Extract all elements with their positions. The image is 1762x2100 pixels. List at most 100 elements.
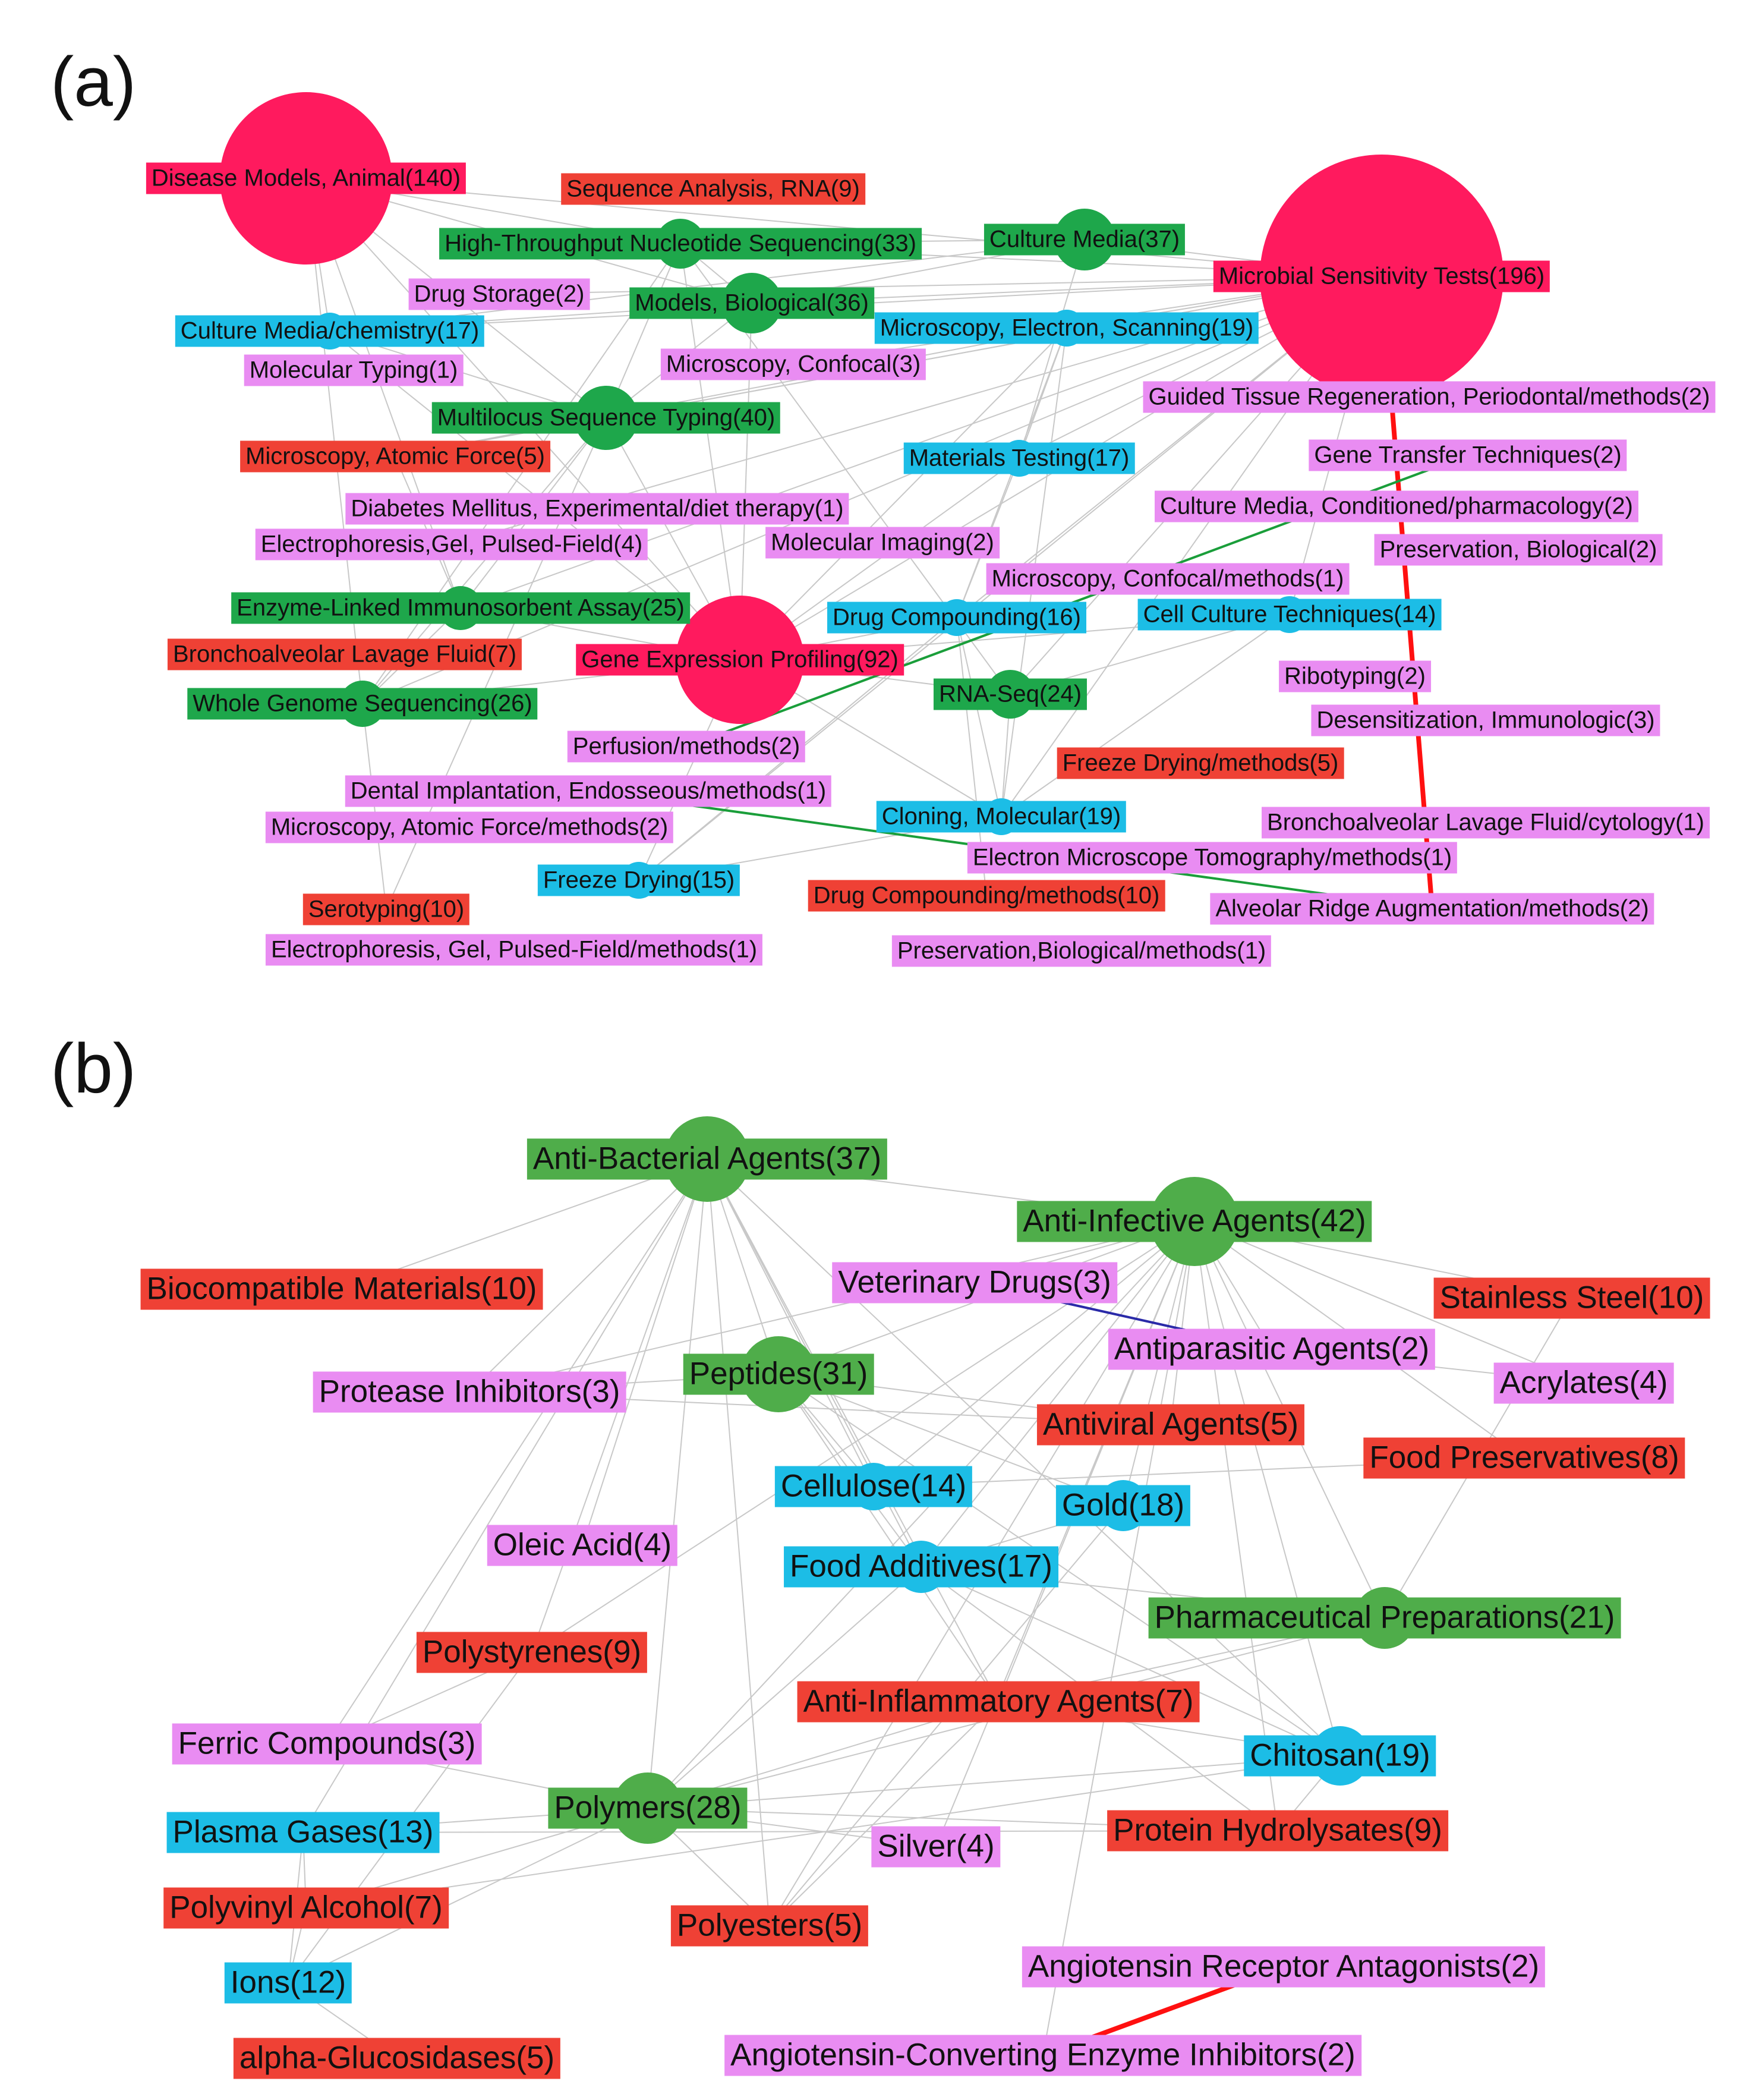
edge-aia-silv bbox=[935, 1221, 1195, 1847]
node-label-pp: Pharmaceutical Preparations(21) bbox=[1148, 1597, 1621, 1639]
panel-a: (a) Disease Models, Animal(140)Sequence … bbox=[0, 0, 1762, 999]
node-label-cel: Cellulose(14) bbox=[774, 1466, 973, 1507]
node-label-ph: Protein Hydrolysates(9) bbox=[1107, 1810, 1448, 1852]
node-label-mbio: Models, Biological(36) bbox=[629, 287, 874, 319]
edge-aia-pi bbox=[469, 1221, 1195, 1393]
node-label-ara: Angiotensin Receptor Antagonists(2) bbox=[1022, 1946, 1546, 1988]
node-label-molimg: Molecular Imaging(2) bbox=[765, 527, 1000, 559]
node-label-fdm: Freeze Drying/methods(5) bbox=[1057, 747, 1344, 779]
node-label-cmedia: Culture Media(37) bbox=[984, 223, 1186, 256]
node-label-plg: Plasma Gases(13) bbox=[166, 1812, 440, 1853]
node-label-hts: High-Throughput Nucleotide Sequencing(33… bbox=[439, 228, 922, 260]
node-label-bcm: Biocompatible Materials(10) bbox=[140, 1268, 543, 1310]
node-label-fd: Freeze Drying(15) bbox=[537, 864, 740, 896]
node-label-mes: Microscopy, Electron, Scanning(19) bbox=[874, 312, 1259, 344]
node-label-blfc: Bronchoalveolar Lavage Fluid/cytology(1) bbox=[1262, 807, 1710, 839]
node-label-blf: Bronchoalveolar Lavage Fluid(7) bbox=[167, 638, 522, 670]
node-label-presbio: Preservation, Biological(2) bbox=[1374, 534, 1663, 566]
node-label-mconf: Microscopy, Confocal(3) bbox=[660, 348, 926, 380]
node-label-emt: Electron Microscope Tomography/methods(1… bbox=[967, 842, 1458, 874]
node-label-cmcond: Culture Media, Conditioned/pharmacology(… bbox=[1155, 490, 1638, 522]
edge-cct-clon bbox=[1001, 614, 1290, 817]
node-label-aba: Anti-Bacterial Agents(37) bbox=[527, 1138, 888, 1180]
node-label-fc: Ferric Compounds(3) bbox=[172, 1723, 482, 1765]
node-label-dcomp: Drug Compounding(16) bbox=[827, 602, 1087, 634]
edge-pep-chi bbox=[778, 1374, 1341, 1756]
node-label-fp: Food Preservatives(8) bbox=[1363, 1437, 1685, 1479]
edge-aia-acr bbox=[1194, 1221, 1584, 1384]
edge-dcomp-clon bbox=[956, 617, 1002, 817]
node-label-agl: alpha-Glucosidases(5) bbox=[233, 2038, 561, 2079]
node-label-epfm: Electrophoresis, Gel, Pulsed-Field/metho… bbox=[265, 934, 763, 966]
node-label-mtest: Materials Testing(17) bbox=[903, 442, 1135, 474]
node-label-oa: Oleic Acid(4) bbox=[487, 1525, 678, 1566]
node-label-gtt: Gene Transfer Techniques(2) bbox=[1309, 439, 1627, 471]
node-label-fa: Food Additives(17) bbox=[784, 1546, 1058, 1588]
node-label-cmchem: Culture Media/chemistry(17) bbox=[175, 315, 485, 347]
edge-chi-fa bbox=[921, 1566, 1341, 1756]
node-label-seqrna: Sequence Analysis, RNA(9) bbox=[561, 173, 865, 205]
edge-pest-aif bbox=[769, 1701, 999, 1926]
node-label-ss: Stainless Steel(10) bbox=[1433, 1277, 1710, 1319]
node-label-silv: Silver(4) bbox=[871, 1826, 1001, 1868]
edge-dma-mst bbox=[305, 178, 1382, 277]
panel-b-letter: (b) bbox=[51, 1029, 137, 1108]
edge-cmedia-mtest bbox=[1019, 239, 1085, 459]
node-label-cct: Cell Culture Techniques(14) bbox=[1137, 599, 1442, 631]
edge-aba-fc bbox=[326, 1158, 708, 1745]
edge-aba-cel bbox=[707, 1158, 874, 1487]
node-label-maf: Microscopy, Atomic Force(5) bbox=[240, 440, 550, 473]
edge-aba-pol bbox=[647, 1158, 708, 1809]
edge-aba-pest bbox=[707, 1158, 770, 1926]
edge-aba-plg bbox=[302, 1158, 708, 1833]
node-label-vet: Veterinary Drugs(3) bbox=[832, 1262, 1117, 1304]
node-label-desens: Desensitization, Immunologic(3) bbox=[1311, 704, 1660, 736]
node-label-mst: Microbial Sensitivity Tests(196) bbox=[1213, 260, 1550, 292]
node-label-rnaseq: RNA-Seq(24) bbox=[933, 678, 1088, 710]
node-label-acei: Angiotensin-Converting Enzyme Inhibitors… bbox=[724, 2035, 1361, 2076]
node-label-gep: Gene Expression Profiling(92) bbox=[576, 644, 904, 676]
node-label-elisa: Enzyme-Linked Immunosorbent Assay(25) bbox=[231, 592, 690, 624]
node-label-apa: Antiparasitic Agents(2) bbox=[1108, 1328, 1436, 1370]
edge-pol-ions bbox=[288, 1808, 648, 1983]
node-label-ava: Antiviral Agents(5) bbox=[1036, 1404, 1305, 1446]
edge-pep-gold bbox=[778, 1374, 1124, 1506]
edge-aia-chi bbox=[1194, 1221, 1341, 1756]
edge-aba-pi bbox=[469, 1158, 708, 1393]
node-label-chi: Chitosan(19) bbox=[1244, 1735, 1436, 1777]
edge-aba-aif bbox=[707, 1158, 999, 1702]
node-label-aif: Anti-Inflammatory Agents(7) bbox=[797, 1681, 1200, 1723]
node-label-mconfm: Microscopy, Confocal/methods(1) bbox=[986, 563, 1350, 595]
node-label-perf: Perfusion/methods(2) bbox=[567, 731, 806, 763]
edge-aba-chi bbox=[707, 1158, 1341, 1756]
node-label-pep: Peptides(31) bbox=[683, 1353, 874, 1395]
edge-aia-cel bbox=[873, 1221, 1195, 1487]
node-label-arm: Alveolar Ridge Augmentation/methods(2) bbox=[1210, 893, 1654, 925]
node-label-ribo: Ribotyping(2) bbox=[1279, 660, 1431, 692]
node-label-sero: Serotyping(10) bbox=[302, 893, 470, 925]
edge-aia-pol bbox=[647, 1221, 1195, 1809]
node-label-dieo: Dental Implantation, Endosseous/methods(… bbox=[345, 775, 832, 807]
node-label-pest: Polyesters(5) bbox=[670, 1905, 869, 1947]
node-label-dmexp: Diabetes Mellitus, Experimental/diet the… bbox=[345, 493, 849, 525]
node-label-pva: Polyvinyl Alcohol(7) bbox=[163, 1887, 449, 1929]
node-label-acr: Acrylates(4) bbox=[1493, 1362, 1674, 1404]
node-label-wgs: Whole Genome Sequencing(26) bbox=[187, 688, 538, 720]
node-label-epf: Electrophoresis,Gel, Pulsed-Field(4) bbox=[255, 528, 648, 561]
node-label-mlst: Multilocus Sequence Typing(40) bbox=[431, 402, 781, 434]
node-label-dcm: Drug Compounding/methods(10) bbox=[808, 880, 1165, 912]
node-label-pol: Polymers(28) bbox=[548, 1787, 748, 1829]
edge-aia-fa bbox=[921, 1221, 1195, 1567]
panel-b: (b) Anti-Bacterial Agents(37) Anti-Infect… bbox=[0, 999, 1762, 2100]
node-label-ps: Polystyrenes(9) bbox=[416, 1632, 648, 1673]
node-label-gold: Gold(18) bbox=[1055, 1485, 1191, 1526]
edge-pol-chi bbox=[647, 1755, 1341, 1809]
node-label-ions: Ions(12) bbox=[224, 1962, 352, 2004]
node-label-aia: Anti-Infective Agents(42) bbox=[1017, 1201, 1372, 1242]
node-label-pbm: Preservation,Biological/methods(1) bbox=[891, 935, 1272, 967]
edge-mes-maf bbox=[395, 328, 1067, 457]
panel-a-letter: (a) bbox=[51, 43, 137, 121]
edge-aia-ph bbox=[1194, 1221, 1278, 1831]
edge-aba-oa bbox=[582, 1158, 708, 1546]
node-label-pi: Protease Inhibitors(3) bbox=[313, 1371, 626, 1413]
